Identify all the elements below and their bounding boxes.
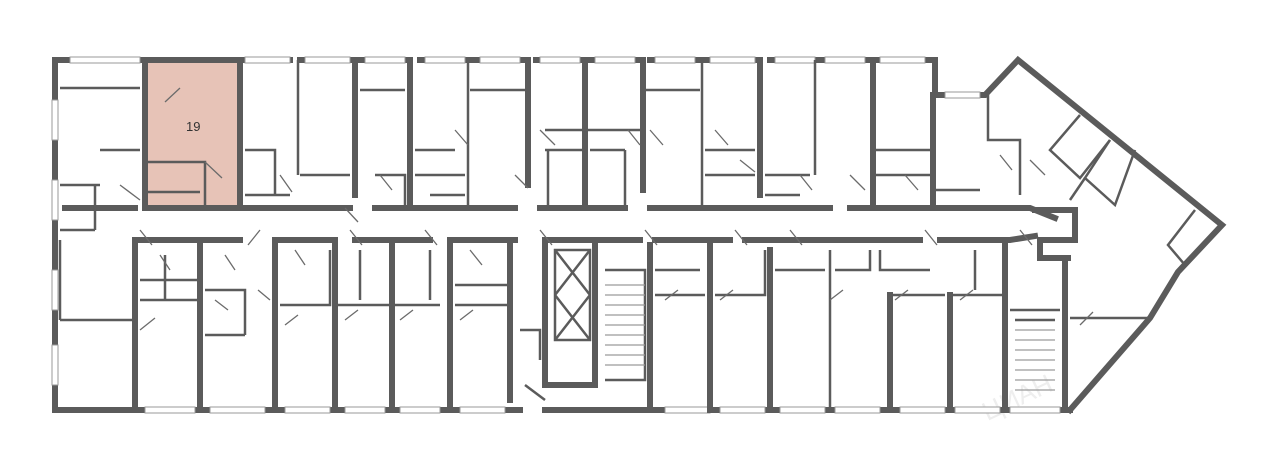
highlighted-unit-fill[interactable] bbox=[148, 60, 238, 208]
windows bbox=[51, 56, 1061, 414]
door-swings bbox=[119, 87, 1094, 331]
top-unit-walls bbox=[60, 57, 1196, 266]
watermark-text: ЦИАН bbox=[977, 368, 1057, 426]
unit-number-label: 19 bbox=[186, 119, 200, 134]
bottom-unit-walls bbox=[58, 237, 1150, 413]
highlighted-unit[interactable]: 19 bbox=[148, 60, 238, 208]
